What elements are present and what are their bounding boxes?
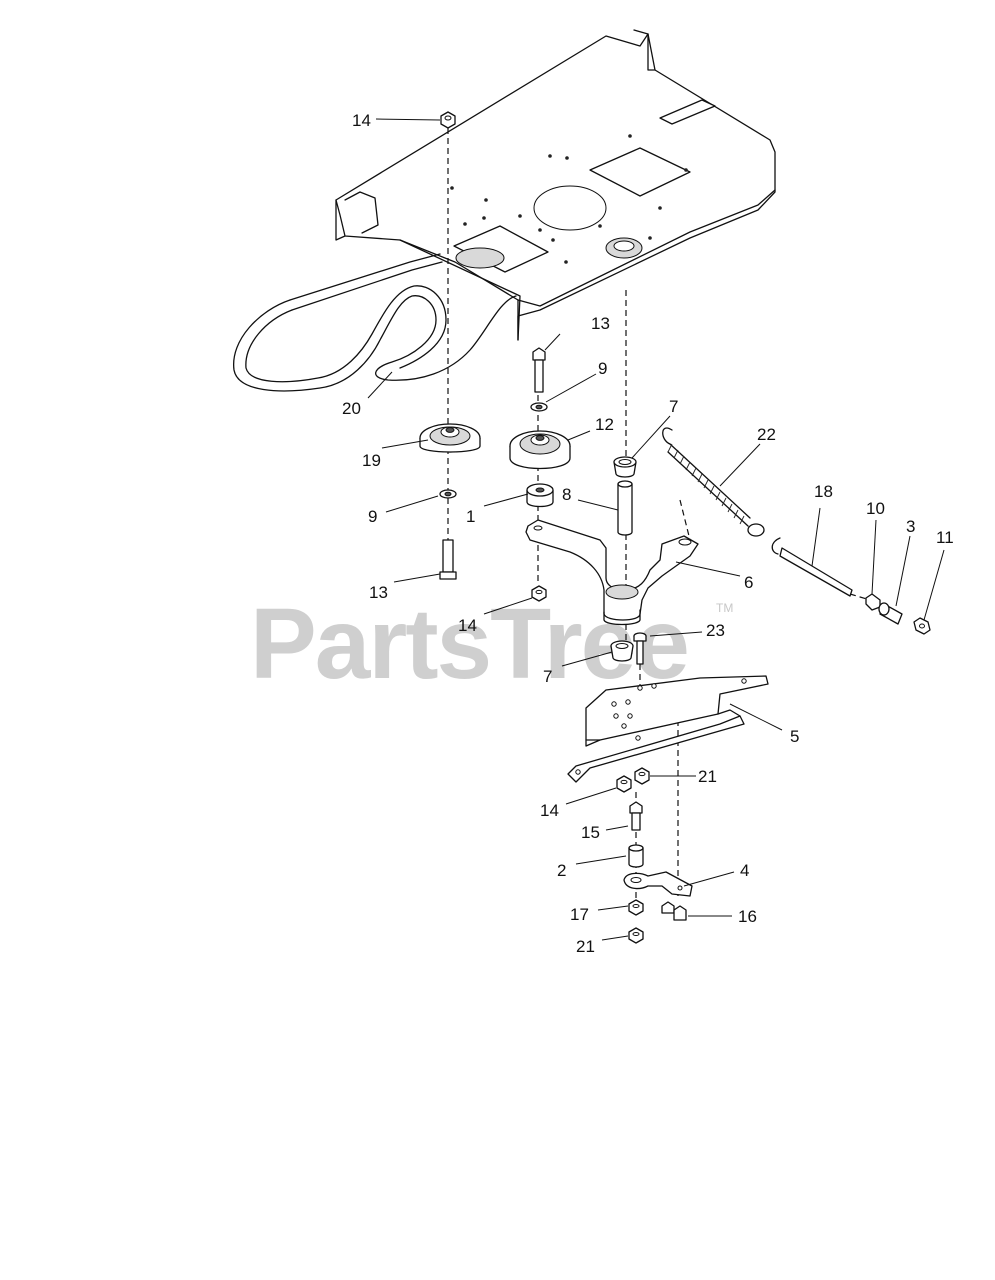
callout-14: 14 xyxy=(352,111,371,130)
part-18-adjusting-rod xyxy=(771,537,853,597)
callout-16: 16 xyxy=(738,907,757,926)
part-22-extension-spring xyxy=(662,427,765,537)
part-2-spacer xyxy=(628,844,644,868)
part-21-nut-lower xyxy=(628,927,644,944)
part-4-adjustment-plate xyxy=(623,871,693,897)
callout-19: 19 xyxy=(362,451,381,470)
callout-18: 18 xyxy=(814,482,833,501)
part-6-idler-arm xyxy=(525,519,699,626)
part-13-bolt-left xyxy=(439,539,457,580)
part-21-nut-upper xyxy=(634,767,650,785)
callout-12: 12 xyxy=(595,415,614,434)
callout-10: 10 xyxy=(866,499,885,518)
part-5-mounting-bracket xyxy=(567,675,769,783)
part-14-nut-mid xyxy=(531,585,547,602)
part-16-bolts xyxy=(661,901,687,921)
part-10-nut xyxy=(865,593,881,611)
callout-6: 6 xyxy=(744,573,753,592)
part-12-idler-pulley xyxy=(509,430,571,470)
callout-21: 21 xyxy=(698,767,717,786)
callout-14: 14 xyxy=(540,801,559,820)
leader-lines xyxy=(367,118,945,941)
part-7-bushing-top xyxy=(613,456,637,478)
part-1-spacer xyxy=(526,483,554,508)
callout-1: 1 xyxy=(466,507,475,526)
callout-4: 4 xyxy=(740,861,749,880)
callout-labels: 14 13 9 7 22 12 19 20 9 1 8 6 13 14 23 7… xyxy=(342,111,954,956)
callout-11: 11 xyxy=(936,528,954,547)
callout-7: 7 xyxy=(543,667,552,686)
watermark-trademark: TM xyxy=(716,601,733,615)
callout-17: 17 xyxy=(570,905,589,924)
callout-14: 14 xyxy=(458,616,477,635)
part-3-spacer xyxy=(878,602,903,625)
callout-7: 7 xyxy=(669,397,678,416)
part-9-washer-center xyxy=(530,402,548,412)
drive-belt xyxy=(233,253,517,392)
part-8-tube xyxy=(617,480,633,536)
callout-3: 3 xyxy=(906,517,915,536)
part-23-shoulder-bolt xyxy=(633,632,647,665)
callout-8: 8 xyxy=(562,485,571,504)
part-7-bushing-lower xyxy=(610,640,634,662)
chassis-plate xyxy=(335,29,776,341)
callout-9: 9 xyxy=(368,507,377,526)
callout-23: 23 xyxy=(706,621,725,640)
callout-2: 2 xyxy=(557,861,566,880)
part-14-nut-top xyxy=(440,111,456,129)
part-9-washer-left xyxy=(439,489,457,499)
part-14-nut-lower xyxy=(616,775,632,793)
part-15-bolt xyxy=(629,801,643,831)
part-13-bolt-center xyxy=(532,347,546,393)
callout-21: 21 xyxy=(576,937,595,956)
callout-22: 22 xyxy=(757,425,776,444)
part-11-nut xyxy=(913,617,931,635)
part-17-nut xyxy=(628,899,644,916)
callout-9: 9 xyxy=(598,359,607,378)
callout-20: 20 xyxy=(342,399,361,418)
part-19-idler-pulley xyxy=(419,423,481,453)
callout-15: 15 xyxy=(581,823,600,842)
callout-5: 5 xyxy=(790,727,799,746)
callout-13: 13 xyxy=(591,314,610,333)
callout-13: 13 xyxy=(369,583,388,602)
